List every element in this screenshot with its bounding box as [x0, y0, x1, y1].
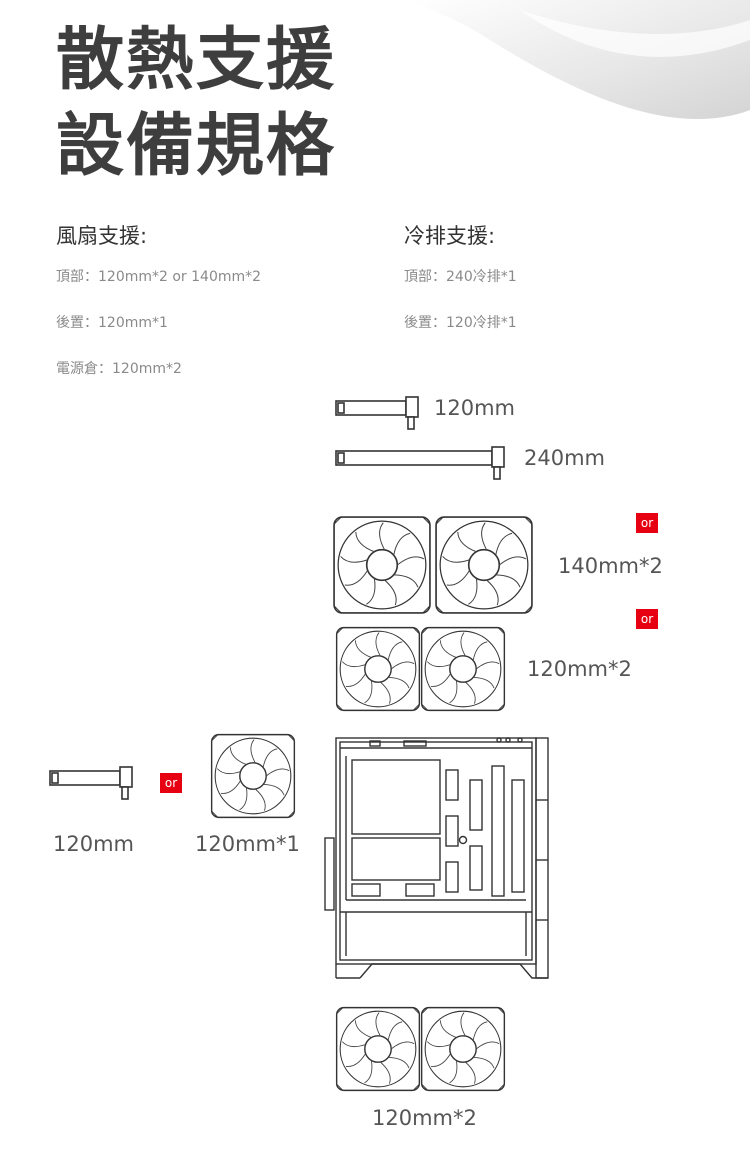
pc-case — [324, 737, 549, 979]
fan-support-top: 頂部：120mm*2 or 140mm*2 — [56, 269, 262, 285]
fan-support-heading: 風扇支援: — [56, 224, 148, 248]
fan-140-top-2 — [435, 516, 533, 614]
label-fan-120-rear: 120mm*1 — [195, 832, 300, 856]
radiator-support-section: 冷排支援: 頂部：240冷排*1 後置：120冷排*1 — [404, 220, 517, 358]
or-badge-3: or — [160, 773, 182, 793]
fan-120-rear — [210, 733, 296, 819]
fan-120-bottom-1 — [335, 1006, 421, 1092]
label-fans-120-bottom: 120mm*2 — [372, 1106, 477, 1130]
radiator-120-rear — [49, 766, 133, 800]
fan-support-rear: 後置：120mm*1 — [56, 315, 168, 331]
label-radiator-120-top: 120mm — [434, 396, 515, 420]
radiator-support-heading: 冷排支援: — [404, 224, 496, 248]
fan-120-top-1 — [335, 626, 421, 712]
fan-support-psu: 電源倉：120mm*2 — [56, 361, 182, 377]
radiator-120-top — [335, 396, 419, 430]
fan-120-top-2 — [420, 626, 506, 712]
label-radiator-120-rear: 120mm — [53, 832, 134, 856]
title-line-1: 散熱支援 — [56, 21, 337, 100]
title-line-2: 設備規格 — [56, 107, 337, 186]
label-fans-120-top: 120mm*2 — [527, 657, 632, 681]
fan-140-top-1 — [333, 516, 431, 614]
fan-support-section: 風扇支援: 頂部：120mm*2 or 140mm*2 後置：120mm*1 電… — [56, 220, 261, 404]
radiator-support-top: 頂部：240冷排*1 — [404, 269, 517, 285]
label-radiator-240-top: 240mm — [524, 446, 605, 470]
background-swoosh — [410, 0, 750, 120]
radiator-240-top — [335, 446, 505, 480]
radiator-support-rear: 後置：120冷排*1 — [404, 315, 517, 331]
or-badge-1: or — [636, 513, 658, 533]
or-badge-2: or — [636, 609, 658, 629]
label-fans-140-top: 140mm*2 — [558, 554, 663, 578]
page-title: 散熱支援 設備規格 — [56, 18, 336, 190]
fan-120-bottom-2 — [420, 1006, 506, 1092]
